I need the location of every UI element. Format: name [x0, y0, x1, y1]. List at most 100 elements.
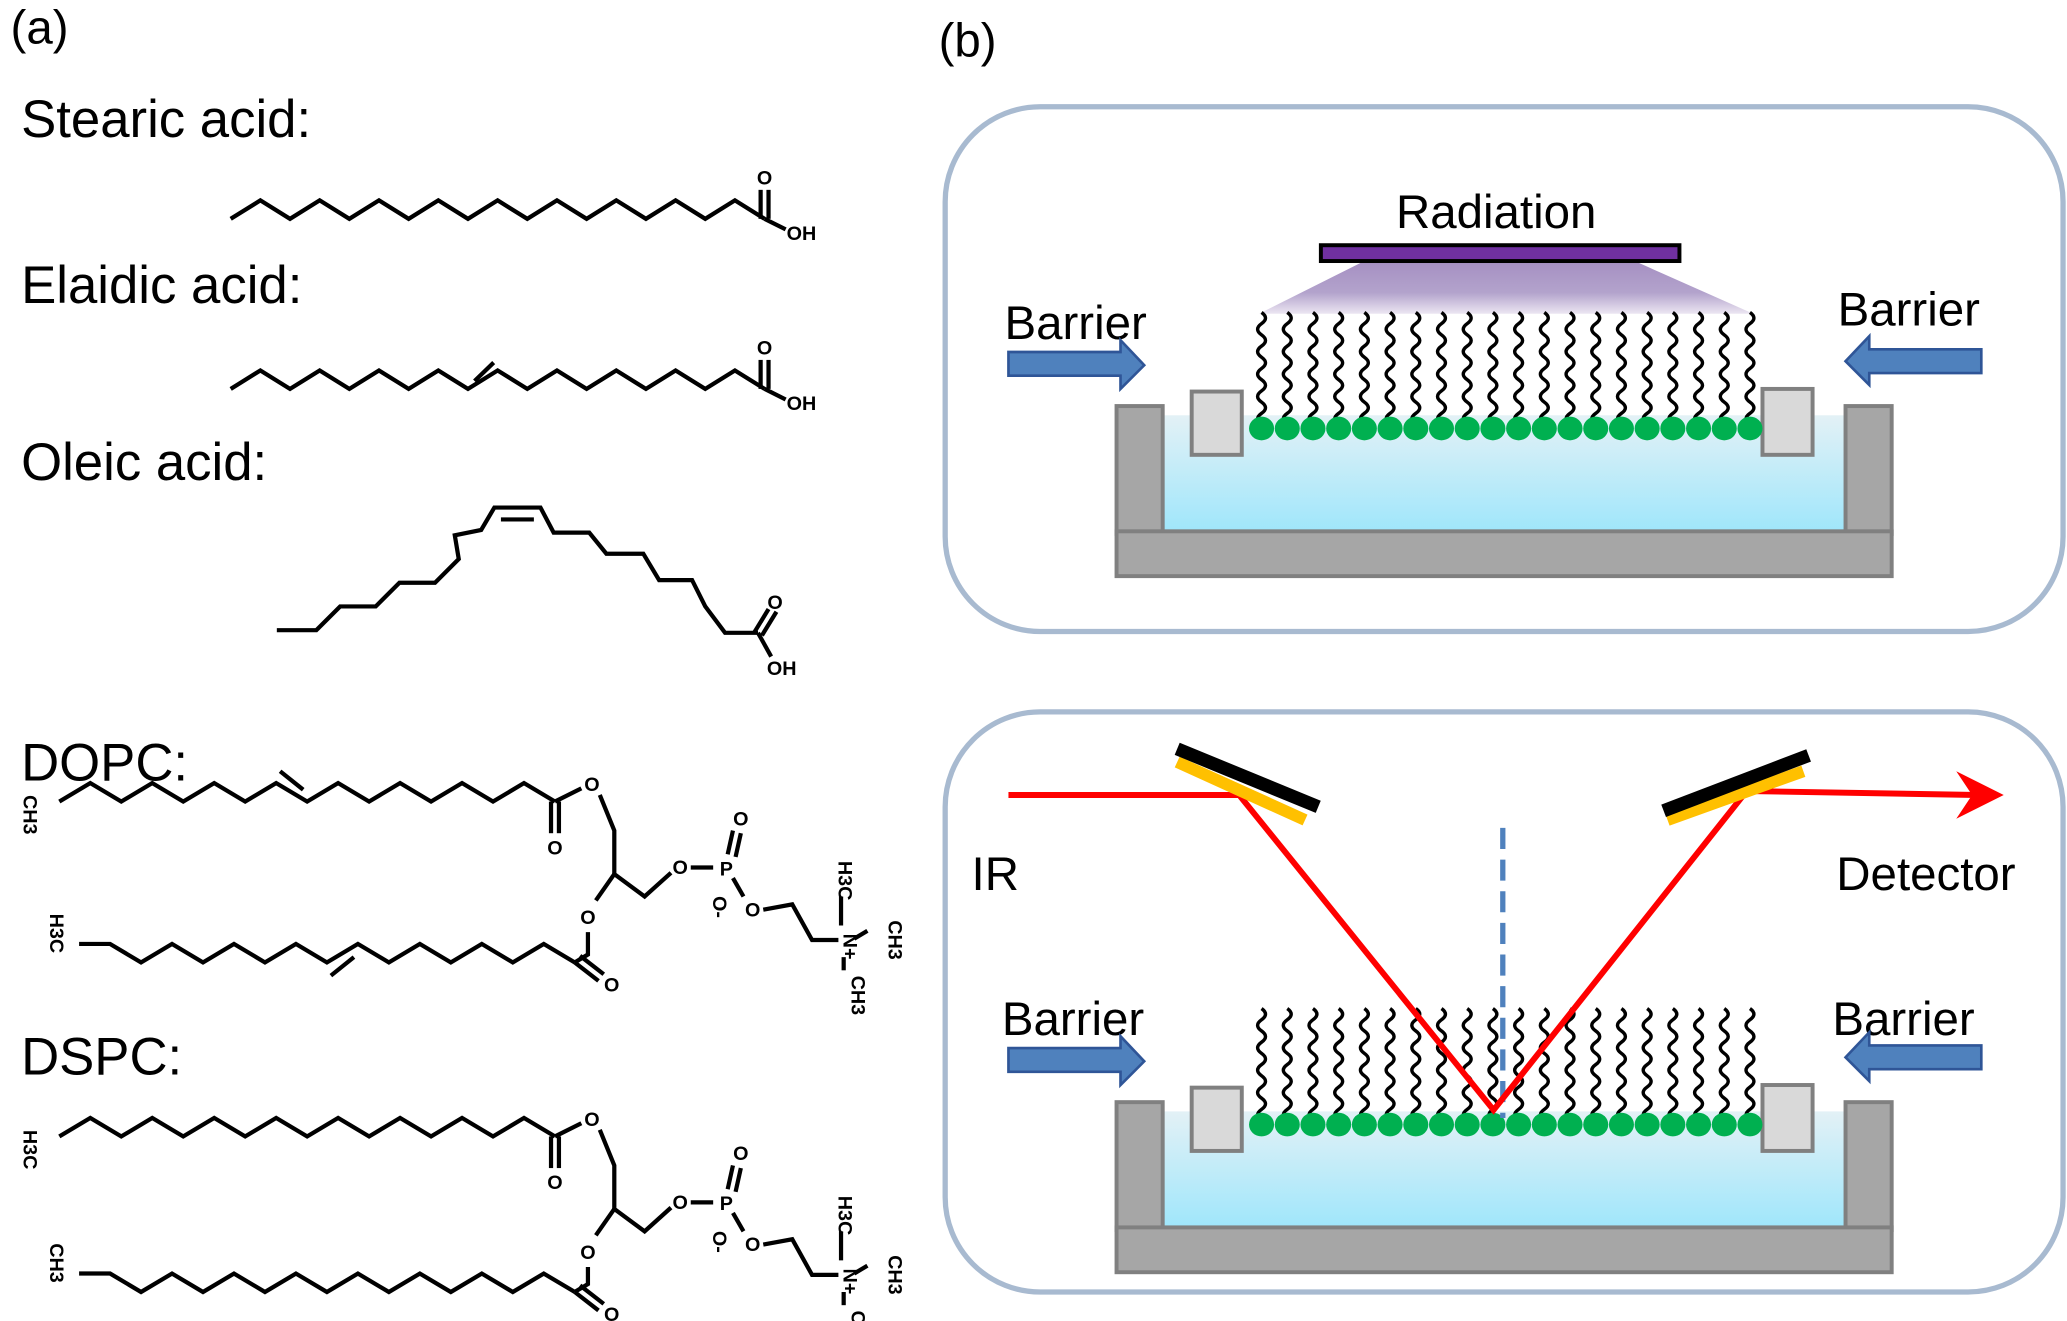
lipid-headgroup [1557, 416, 1583, 441]
lipid-headgroup [1686, 1112, 1712, 1137]
lipid-tail [1615, 1007, 1628, 1123]
barrier-arrow-right-icon [1007, 1032, 1147, 1089]
bond [573, 1290, 600, 1313]
lipid-tail [1564, 311, 1576, 426]
oxygen-anion-label: O- [708, 1231, 730, 1253]
lipid-tail [1307, 1007, 1319, 1123]
lipid-tail [1744, 1007, 1756, 1123]
lipid-tail [1512, 311, 1525, 426]
barrier-block-right [1760, 386, 1815, 457]
trough-wall-left [1114, 404, 1165, 536]
lipid-headgroup [1428, 416, 1455, 441]
lipid-tail [1358, 311, 1371, 426]
bond [763, 387, 787, 402]
panel-b: (b) Radiation Barrier Barrier IR Detecto… [939, 15, 2066, 1295]
dopc-label: DOPC: [21, 733, 188, 792]
lipid-headgroup [1377, 416, 1403, 441]
lipid-headgroup [1403, 416, 1429, 441]
lipid-headgroup [1634, 1112, 1660, 1137]
lipid-headgroup [1326, 416, 1352, 441]
ir-beam-path [1008, 788, 1978, 1115]
lipid-tail [1641, 311, 1653, 426]
lipid-headgroup [1506, 1112, 1532, 1137]
lipid-tail [1692, 1007, 1705, 1123]
lipid-headgroup [1557, 1112, 1583, 1137]
lipid-headgroup [1711, 1112, 1737, 1137]
bond [733, 832, 743, 858]
lipid-tail [1641, 1007, 1653, 1123]
ir-label: IR [972, 848, 1019, 901]
bond [731, 876, 746, 898]
lipid-headgroup [1583, 416, 1609, 441]
phosphorus-label: P [720, 1193, 733, 1215]
oxygen-label: O [584, 1109, 599, 1131]
lipid-headgroup [1454, 416, 1480, 441]
oxygen-label: O [584, 774, 599, 796]
lipid-headgroup [1583, 1112, 1609, 1137]
bond [573, 960, 600, 983]
oxygen-label: O [757, 168, 772, 190]
bond [752, 607, 771, 634]
elaidic-acid-label: Elaidic acid: [21, 256, 302, 315]
lipid-tail [1461, 1007, 1473, 1123]
lipid-headgroup [1711, 416, 1737, 441]
lipid-headgroup [1454, 1112, 1480, 1137]
lipid-headgroup [1480, 1112, 1506, 1137]
barrier-right-label-bottom: Barrier [1832, 993, 1975, 1046]
hydroxyl-label: OH [767, 658, 797, 680]
barrier-block-right [1760, 1083, 1815, 1153]
oxygen-label: O [745, 1234, 760, 1256]
oxygen-label: O [757, 338, 772, 360]
methyl-label: H3C [833, 1196, 855, 1236]
methyl-label: CH3 [847, 976, 869, 1016]
lipid-tail [1667, 311, 1679, 426]
lipid-tail [1487, 311, 1499, 426]
trans-double-bond [473, 361, 496, 383]
lipid-tail [1667, 1007, 1679, 1123]
dopc-chain-2 [79, 941, 576, 965]
bond [762, 902, 839, 943]
lipid-tail [1512, 1007, 1525, 1123]
lipid-headgroup [1428, 1112, 1455, 1137]
langmuir-trough-bottom [1007, 1007, 1983, 1275]
hydroxyl-label: OH [787, 393, 817, 415]
lipid-tail [1590, 311, 1602, 426]
lipid-tail [1255, 1007, 1268, 1123]
mirror-right [1661, 749, 1811, 817]
barrier-right-label: Barrier [1838, 284, 1981, 337]
lipid-headgroup [1634, 416, 1660, 441]
oxygen-label: O [733, 808, 748, 830]
bond [853, 928, 869, 941]
bond [573, 932, 591, 965]
dopc-chain-1 [58, 780, 557, 805]
barrier-left-label: Barrier [1004, 297, 1147, 350]
elaidic-chain [229, 367, 766, 392]
mirror-left [1174, 742, 1321, 813]
bond [725, 1164, 736, 1190]
methyl-label: H3C [833, 861, 855, 901]
lipid-headgroup [1249, 416, 1275, 441]
barrier-arrow-left-icon [1843, 1028, 1983, 1085]
cis-double-bond [278, 769, 305, 792]
lipid-headgroup [1608, 416, 1634, 441]
ir-beam-arrowhead [1956, 771, 2004, 819]
lipid-headgroup [1351, 1112, 1377, 1137]
lipid-tail [1718, 1007, 1730, 1123]
lipid-tail [1538, 311, 1550, 426]
oleic-acid-label: Oleic acid: [21, 433, 267, 492]
lipid-headgroup [1377, 1112, 1403, 1137]
bond [578, 954, 606, 976]
lipid-headgroup [1351, 416, 1377, 441]
bond [731, 1211, 746, 1233]
dspc-chain-1 [58, 1115, 557, 1139]
lipid-tail [1307, 311, 1319, 426]
lipid-headgroup [1274, 416, 1300, 441]
lipid-headgroup [1737, 416, 1763, 441]
oxygen-label: O [547, 1172, 562, 1194]
bond [554, 1121, 583, 1139]
trough-base [1114, 1225, 1894, 1275]
methyl-label: H3C [19, 1130, 41, 1170]
lipid-tail [1410, 1007, 1422, 1123]
